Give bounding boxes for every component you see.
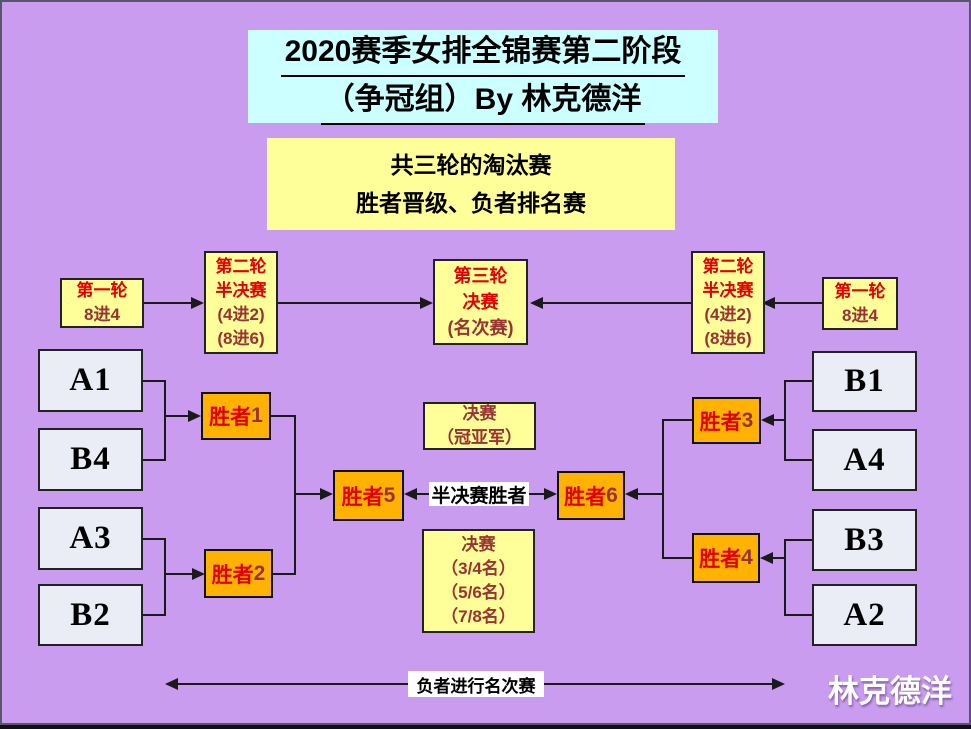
- team-box-a2: A2: [812, 584, 917, 646]
- subtitle-box: 共三轮的淘汰赛 胜者晋级、负者排名赛: [267, 138, 675, 230]
- final-champion-box: 决赛 （冠亚军）: [423, 402, 536, 450]
- title-line-1: 2020赛季女排全锦赛第二阶段: [280, 29, 686, 77]
- round-box-right-round2: 第二轮 半决赛 (4进2) (8进6): [691, 251, 765, 354]
- team-box-b3: B3: [812, 509, 917, 571]
- round-box-left-round1: 第一轮 8进4: [60, 278, 144, 328]
- team-box-b1: B1: [812, 351, 917, 412]
- round-box-round3-final: 第三轮 决赛 (名次赛): [433, 259, 528, 345]
- team-box-a3: A3: [38, 507, 143, 570]
- losers-playoff-label: 负者进行名次赛: [408, 671, 544, 697]
- round-box-left-round2: 第二轮 半决赛 (4进2) (8进6): [204, 251, 278, 354]
- team-box-a1: A1: [38, 349, 143, 412]
- subtitle-line-2: 胜者晋级、负者排名赛: [356, 190, 586, 216]
- title-box: 2020赛季女排全锦赛第二阶段 （争冠组）By 林克德洋: [248, 29, 718, 125]
- team-box-b2: B2: [38, 584, 143, 646]
- final-placement-box: 决赛 （3/4名） （5/6名） （7/8名）: [422, 529, 535, 633]
- subtitle-line-1: 共三轮的淘汰赛: [390, 152, 552, 178]
- round-box-right-round1: 第一轮 8进4: [822, 277, 898, 330]
- semifinal-winners-label: 半决赛胜者: [429, 482, 529, 507]
- author-watermark: 林克德洋: [828, 674, 952, 709]
- team-box-a4: A4: [812, 429, 917, 491]
- title-line-2: （争冠组）By 林克德洋: [320, 77, 646, 125]
- team-box-b4: B4: [38, 428, 143, 491]
